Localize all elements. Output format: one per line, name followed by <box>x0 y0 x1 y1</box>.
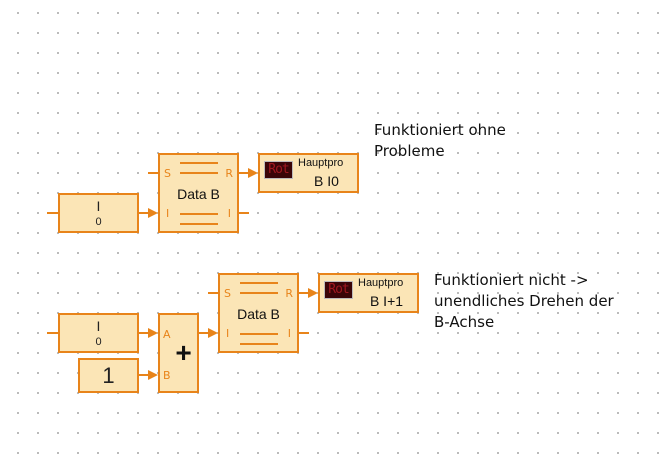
input-value: 0 <box>95 336 102 348</box>
input-value: 0 <box>95 216 102 228</box>
bar <box>240 333 278 335</box>
port-i-in: I <box>166 207 170 220</box>
display-block[interactable]: Rot Hauptpro B I+1 <box>318 273 419 313</box>
port-b: B <box>163 369 171 382</box>
wire <box>299 292 309 294</box>
port-r: R <box>225 167 233 180</box>
input-block[interactable]: I 0 <box>58 313 139 353</box>
data-block[interactable]: S R Data B I I <box>158 153 239 233</box>
port-i-in: I <box>226 327 230 340</box>
bar <box>240 343 278 345</box>
display-title: Hauptpro <box>358 277 404 289</box>
input-block[interactable]: I 0 <box>58 193 139 233</box>
arrow-icon <box>208 328 218 338</box>
bar <box>180 162 218 164</box>
bar <box>240 282 278 284</box>
wire <box>139 212 149 214</box>
display-value: B I0 <box>314 173 339 189</box>
wire <box>208 292 219 294</box>
arrow-icon <box>148 328 158 338</box>
wire <box>148 172 159 174</box>
data-block[interactable]: S R Data B I I <box>218 273 299 353</box>
input-label: I <box>96 318 101 334</box>
port-s: S <box>164 167 171 180</box>
wire <box>139 374 149 376</box>
arrow-icon <box>248 168 258 178</box>
arrow-icon <box>148 370 158 380</box>
port-i-out: I <box>227 207 231 220</box>
wire <box>139 332 149 334</box>
constant-value: 1 <box>102 363 115 388</box>
wire <box>47 332 59 334</box>
arrow-icon <box>148 208 158 218</box>
led-display: Rot <box>324 281 353 299</box>
port-r: R <box>285 287 293 300</box>
led-display: Rot <box>264 161 293 179</box>
add-symbol: + <box>175 337 192 368</box>
display-block[interactable]: Rot Hauptpro B I0 <box>258 153 359 193</box>
bar <box>240 292 278 294</box>
constant-block[interactable]: 1 <box>78 358 139 393</box>
note-row2: Funktioniert nicht -> unendliches Drehen… <box>434 271 614 331</box>
wire <box>47 212 59 214</box>
wire <box>299 332 309 334</box>
display-title: Hauptpro <box>298 157 344 169</box>
wire <box>239 212 249 214</box>
display-value: B I+1 <box>369 293 404 309</box>
wire <box>239 172 249 174</box>
arrow-icon <box>308 288 318 298</box>
wire <box>199 332 209 334</box>
bar <box>180 223 218 225</box>
input-label: I <box>96 198 101 214</box>
port-s: S <box>224 287 231 300</box>
bar <box>180 213 218 215</box>
port-i-out: I <box>287 327 291 340</box>
data-block-title: Data B <box>237 306 280 322</box>
add-block[interactable]: A + B <box>158 313 199 393</box>
note-row1: Funktioniert ohne Probleme <box>374 121 506 160</box>
bar <box>180 172 218 174</box>
data-block-title: Data B <box>177 186 220 202</box>
port-a: A <box>163 328 171 341</box>
